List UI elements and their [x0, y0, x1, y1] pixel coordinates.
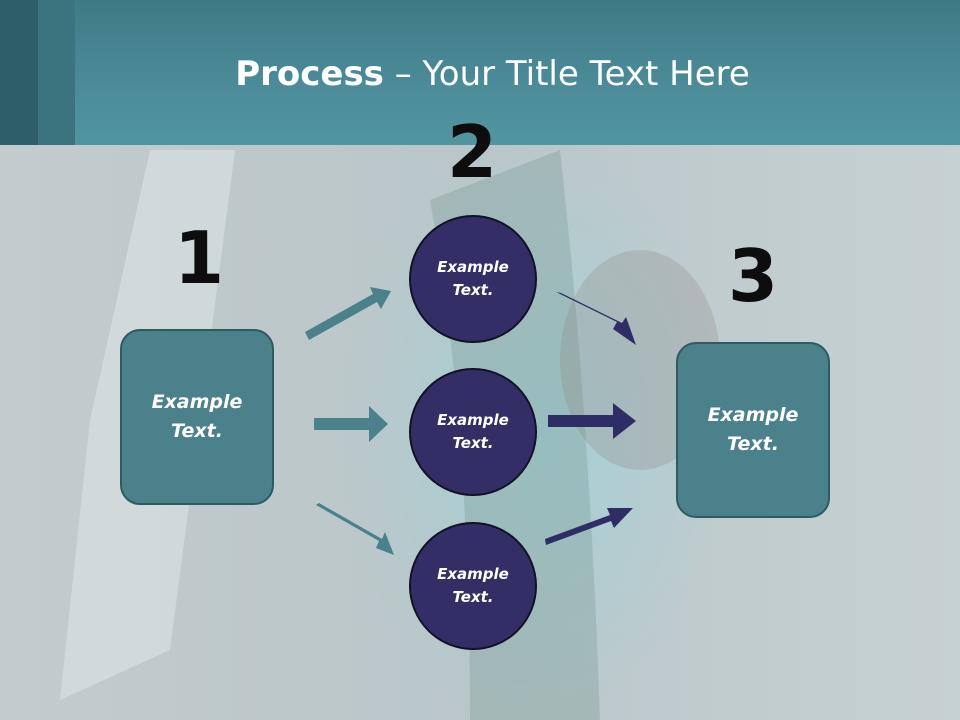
- process-circle-middle-label: Example Text.: [437, 411, 509, 452]
- header-stripe: [38, 0, 75, 145]
- process-box-left-label: Example Text.: [151, 391, 243, 442]
- process-box-left: Example Text.: [120, 329, 274, 505]
- process-circle-top: Example Text.: [409, 215, 537, 343]
- step-number-2: 2: [446, 110, 498, 194]
- slide-title: Process – Your Title Text Here: [0, 52, 960, 96]
- process-box-right-label: Example Text.: [707, 404, 799, 455]
- step-number-1: 1: [173, 216, 225, 300]
- step-number-3: 3: [727, 234, 779, 318]
- header-bar: [0, 0, 960, 145]
- process-box-right: Example Text.: [676, 342, 830, 518]
- process-circle-bottom-label: Example Text.: [437, 565, 509, 606]
- slide-title-bold: Process: [235, 54, 384, 94]
- process-circle-top-label: Example Text.: [437, 258, 509, 299]
- process-circle-middle: Example Text.: [409, 368, 537, 496]
- process-circle-bottom: Example Text.: [409, 522, 537, 650]
- header-stripe: [0, 0, 38, 145]
- slide-title-rest: – Your Title Text Here: [383, 54, 750, 94]
